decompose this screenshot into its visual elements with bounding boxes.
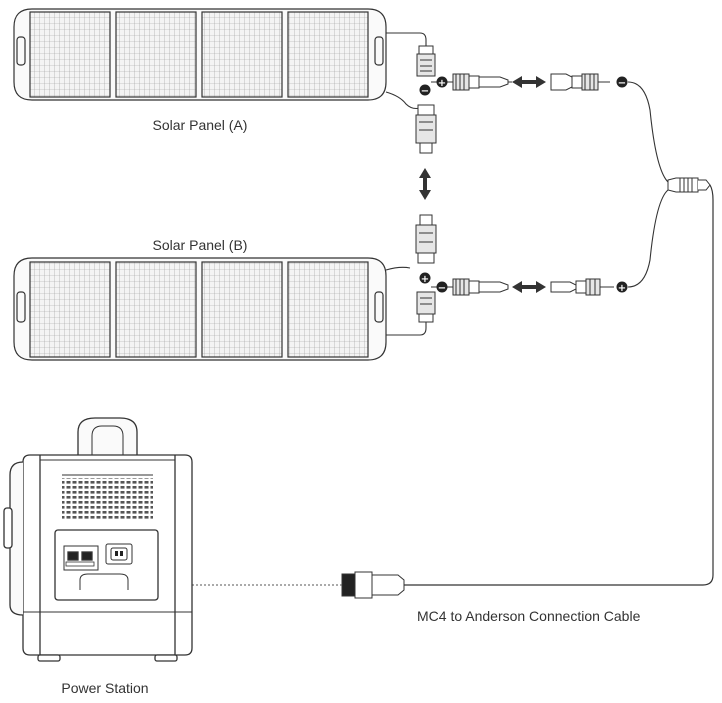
label-solar-panel-b: Solar Panel (B) bbox=[152, 237, 248, 253]
power-station bbox=[3, 417, 193, 662]
mc4-connector-b-upper bbox=[415, 214, 437, 264]
minus-marker-row-1-right: − bbox=[616, 76, 628, 89]
label-connection-cable: MC4 to Anderson Connection Cable bbox=[417, 608, 641, 624]
svg-text:+: + bbox=[438, 78, 446, 89]
svg-text:+: + bbox=[618, 283, 626, 294]
double-arrow-horizontal-icon-row-2 bbox=[512, 281, 546, 293]
double-arrow-horizontal-icon-row-1 bbox=[512, 76, 546, 88]
branch-connector-row-1-female bbox=[550, 73, 610, 91]
y-branch-cable bbox=[627, 81, 669, 288]
label-solar-panel-a: Solar Panel (A) bbox=[152, 117, 248, 133]
branch-connector-row-2-male bbox=[550, 278, 614, 296]
panel-a-leads bbox=[385, 32, 427, 110]
solar-panel-b bbox=[13, 257, 387, 361]
main-cable bbox=[402, 184, 714, 586]
double-arrow-vertical-icon bbox=[419, 168, 431, 200]
branch-connector-row-1 bbox=[452, 73, 512, 91]
mc4-connector-a-negative bbox=[415, 104, 437, 154]
solar-panel-a bbox=[13, 8, 387, 101]
svg-text:−: − bbox=[438, 283, 446, 294]
minus-marker-b: − bbox=[436, 281, 448, 294]
y-junction-connector bbox=[667, 177, 711, 193]
mc4-connector-a-positive bbox=[416, 45, 436, 77]
plus-marker-b: + bbox=[419, 272, 431, 285]
svg-text:+: + bbox=[421, 274, 429, 285]
mc4-stripes-row-1 bbox=[455, 74, 465, 90]
plus-marker-row-2-right: + bbox=[616, 281, 628, 294]
branch-connector-row-2 bbox=[452, 278, 509, 296]
label-power-station: Power Station bbox=[61, 680, 149, 696]
minus-marker-a: − bbox=[419, 84, 431, 97]
plus-marker-a: + bbox=[436, 76, 448, 89]
svg-text:−: − bbox=[421, 86, 429, 97]
mc4-connector-b-lower bbox=[416, 291, 436, 323]
panel-b-leads bbox=[385, 266, 427, 336]
svg-text:−: − bbox=[618, 78, 626, 89]
anderson-plug bbox=[341, 571, 405, 599]
